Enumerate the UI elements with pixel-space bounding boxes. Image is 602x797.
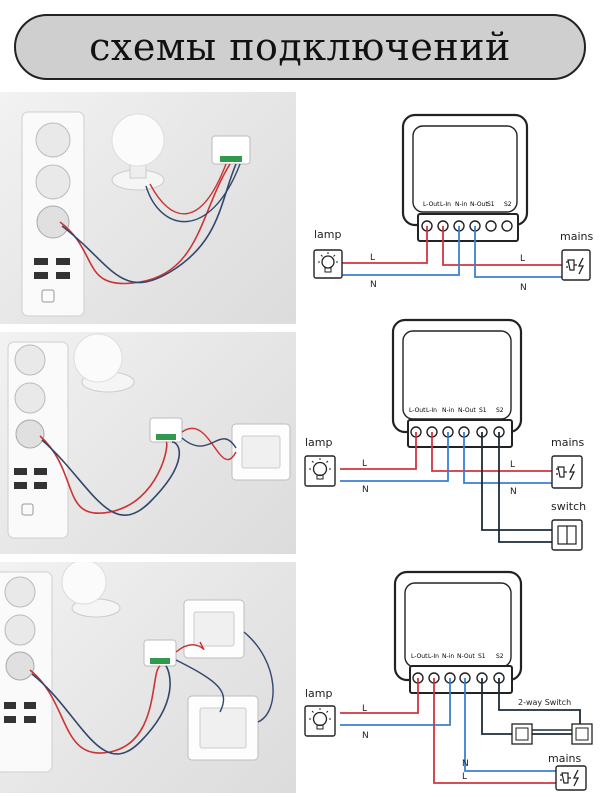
diagram-column: L-Out L-In N-in N-Out S1 S2 L N L N lamp… — [296, 92, 602, 793]
terminal-label: S2 — [504, 201, 512, 208]
terminal-label: L-Out — [411, 653, 428, 660]
terminal-label: N-Out — [457, 653, 475, 660]
diagram-basic: L-Out L-In N-in N-Out S1 S2 L N L N lamp… — [313, 113, 593, 293]
wire-n-label: N — [370, 280, 377, 290]
switch-icon — [571, 723, 593, 745]
wire-l-label: L — [370, 253, 375, 263]
wiring-photo-3 — [0, 562, 296, 793]
wire-l-label: L — [462, 772, 467, 782]
wire-l-label: L — [362, 459, 367, 469]
wire-n-label: N — [462, 759, 469, 769]
wiring-photo-2 — [0, 332, 296, 554]
lamp-label: lamp — [305, 436, 333, 449]
lamp-icon — [318, 252, 338, 273]
lamp-icon — [309, 708, 331, 730]
terminal-label: N-in — [455, 201, 467, 208]
wire-l-label: L — [362, 704, 367, 714]
terminal-label: L-In — [428, 653, 439, 660]
terminal-label: N-in — [442, 653, 454, 660]
wire-l-label: L — [520, 254, 525, 264]
switch-icon — [511, 723, 533, 745]
page-title: схемы подключений — [89, 25, 511, 69]
mains-label: mains — [548, 752, 581, 765]
terminal-label: L-In — [440, 201, 451, 208]
wiring-diagrams: L-Out L-In N-in N-Out S1 S2 L N L N lamp… — [304, 113, 593, 791]
terminal-label: L-Out — [409, 407, 426, 414]
terminal-label: N-in — [442, 407, 454, 414]
terminal-label: N-Out — [458, 407, 476, 414]
switch-label: switch — [551, 500, 586, 513]
wire-n-label: N — [510, 487, 517, 497]
switch-icon — [557, 525, 577, 545]
mains-label: mains — [551, 436, 584, 449]
mains-label: mains — [560, 230, 593, 243]
terminal-label: S1 — [479, 407, 487, 414]
wire-n-label: N — [362, 485, 369, 495]
lamp-icon — [309, 458, 331, 480]
terminal-label: S2 — [496, 653, 504, 660]
terminal-label: S1 — [478, 653, 486, 660]
lamp-label: lamp — [314, 228, 342, 241]
terminal-label: N-Out — [470, 201, 488, 208]
lamp-label: lamp — [305, 687, 333, 700]
wire-n-label: N — [362, 731, 369, 741]
wiring-photo-1 — [0, 92, 296, 324]
terminal-label: S2 — [496, 407, 504, 414]
wire-n-label: N — [520, 283, 527, 293]
terminal-label: L-Out — [423, 201, 440, 208]
plug-icon — [556, 463, 576, 481]
switch-label: 2-way Switch — [518, 698, 571, 707]
title-banner: схемы подключений — [14, 14, 586, 80]
plug-icon — [560, 769, 580, 787]
terminal-label: S1 — [487, 201, 495, 208]
photo-column — [0, 92, 296, 793]
diagram-switch: L-Out L-In N-in N-Out S1 S2 L N L N lamp… — [304, 318, 586, 551]
terminal-label: L-In — [426, 407, 437, 414]
wire-l-label: L — [510, 460, 515, 470]
plug-icon — [566, 257, 585, 275]
diagram-2way-switch: L-Out L-In N-in N-Out S1 S2 L N L N lamp… — [304, 570, 593, 791]
